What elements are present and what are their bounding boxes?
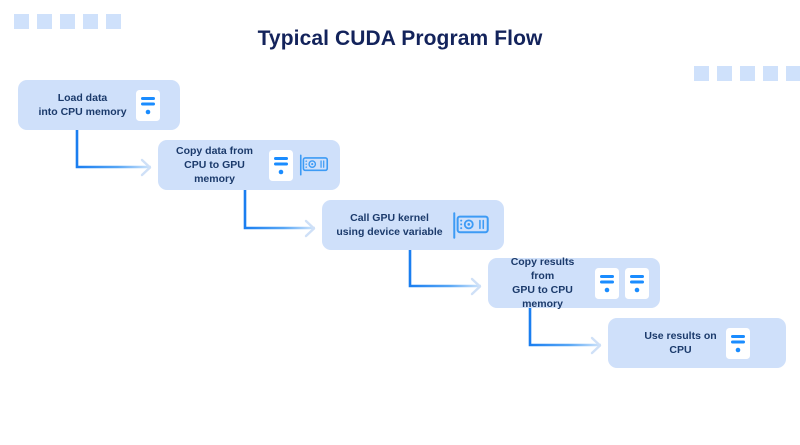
decorative-square (37, 14, 52, 29)
decorative-square (740, 66, 755, 81)
gpu-icon (452, 211, 489, 239)
decorative-square (106, 14, 121, 29)
decorative-squares-top-left (14, 14, 129, 29)
cpu-icon (595, 267, 619, 299)
decorative-square (694, 66, 709, 81)
flow-step-label: Copy data from CPU to GPU memory (175, 144, 253, 186)
gpu-icon (299, 154, 329, 176)
flow-step-label: Load data into CPU memory (38, 91, 127, 118)
flow-step-use-results[interactable]: Use results on CPU (608, 318, 786, 368)
page-title: Typical CUDA Program Flow (257, 27, 543, 50)
flow-step-load-data[interactable]: Load data into CPU memory (18, 80, 180, 130)
icon-group (725, 327, 750, 359)
cpu-icon (135, 89, 160, 121)
cpu-icon (269, 149, 293, 181)
decorative-square (763, 66, 778, 81)
flow-step-copy-host-to-device[interactable]: Copy data from CPU to GPU memory (158, 140, 340, 190)
decorative-squares-top-right (694, 66, 800, 81)
decorative-square (60, 14, 75, 29)
flow-step-label: Copy results from GPU to CPU memory (510, 255, 575, 311)
connector-copy-device-to-host-to-use-results (528, 308, 602, 355)
decorative-square (83, 14, 98, 29)
flow-step-call-kernel[interactable]: Call GPU kernel using device variable (322, 200, 504, 250)
cpu-icon (725, 327, 750, 359)
decorative-square (717, 66, 732, 81)
flow-step-copy-device-to-host[interactable]: Copy results from GPU to CPU memory (488, 256, 660, 310)
cpu-icon (625, 267, 649, 299)
icon-group (269, 149, 329, 181)
decorative-square (14, 14, 29, 29)
connector-copy-host-to-device-to-call-kernel (243, 190, 316, 238)
icon-group (595, 267, 649, 299)
icon-group (452, 211, 490, 240)
flow-step-label: Use results on CPU (644, 329, 717, 356)
icon-group (135, 89, 160, 121)
connector-call-kernel-to-copy-device-to-host (408, 250, 482, 296)
connector-load-data-to-copy-host-to-device (75, 130, 152, 177)
decorative-square (786, 66, 800, 81)
flow-step-label: Call GPU kernel using device variable (336, 211, 443, 238)
